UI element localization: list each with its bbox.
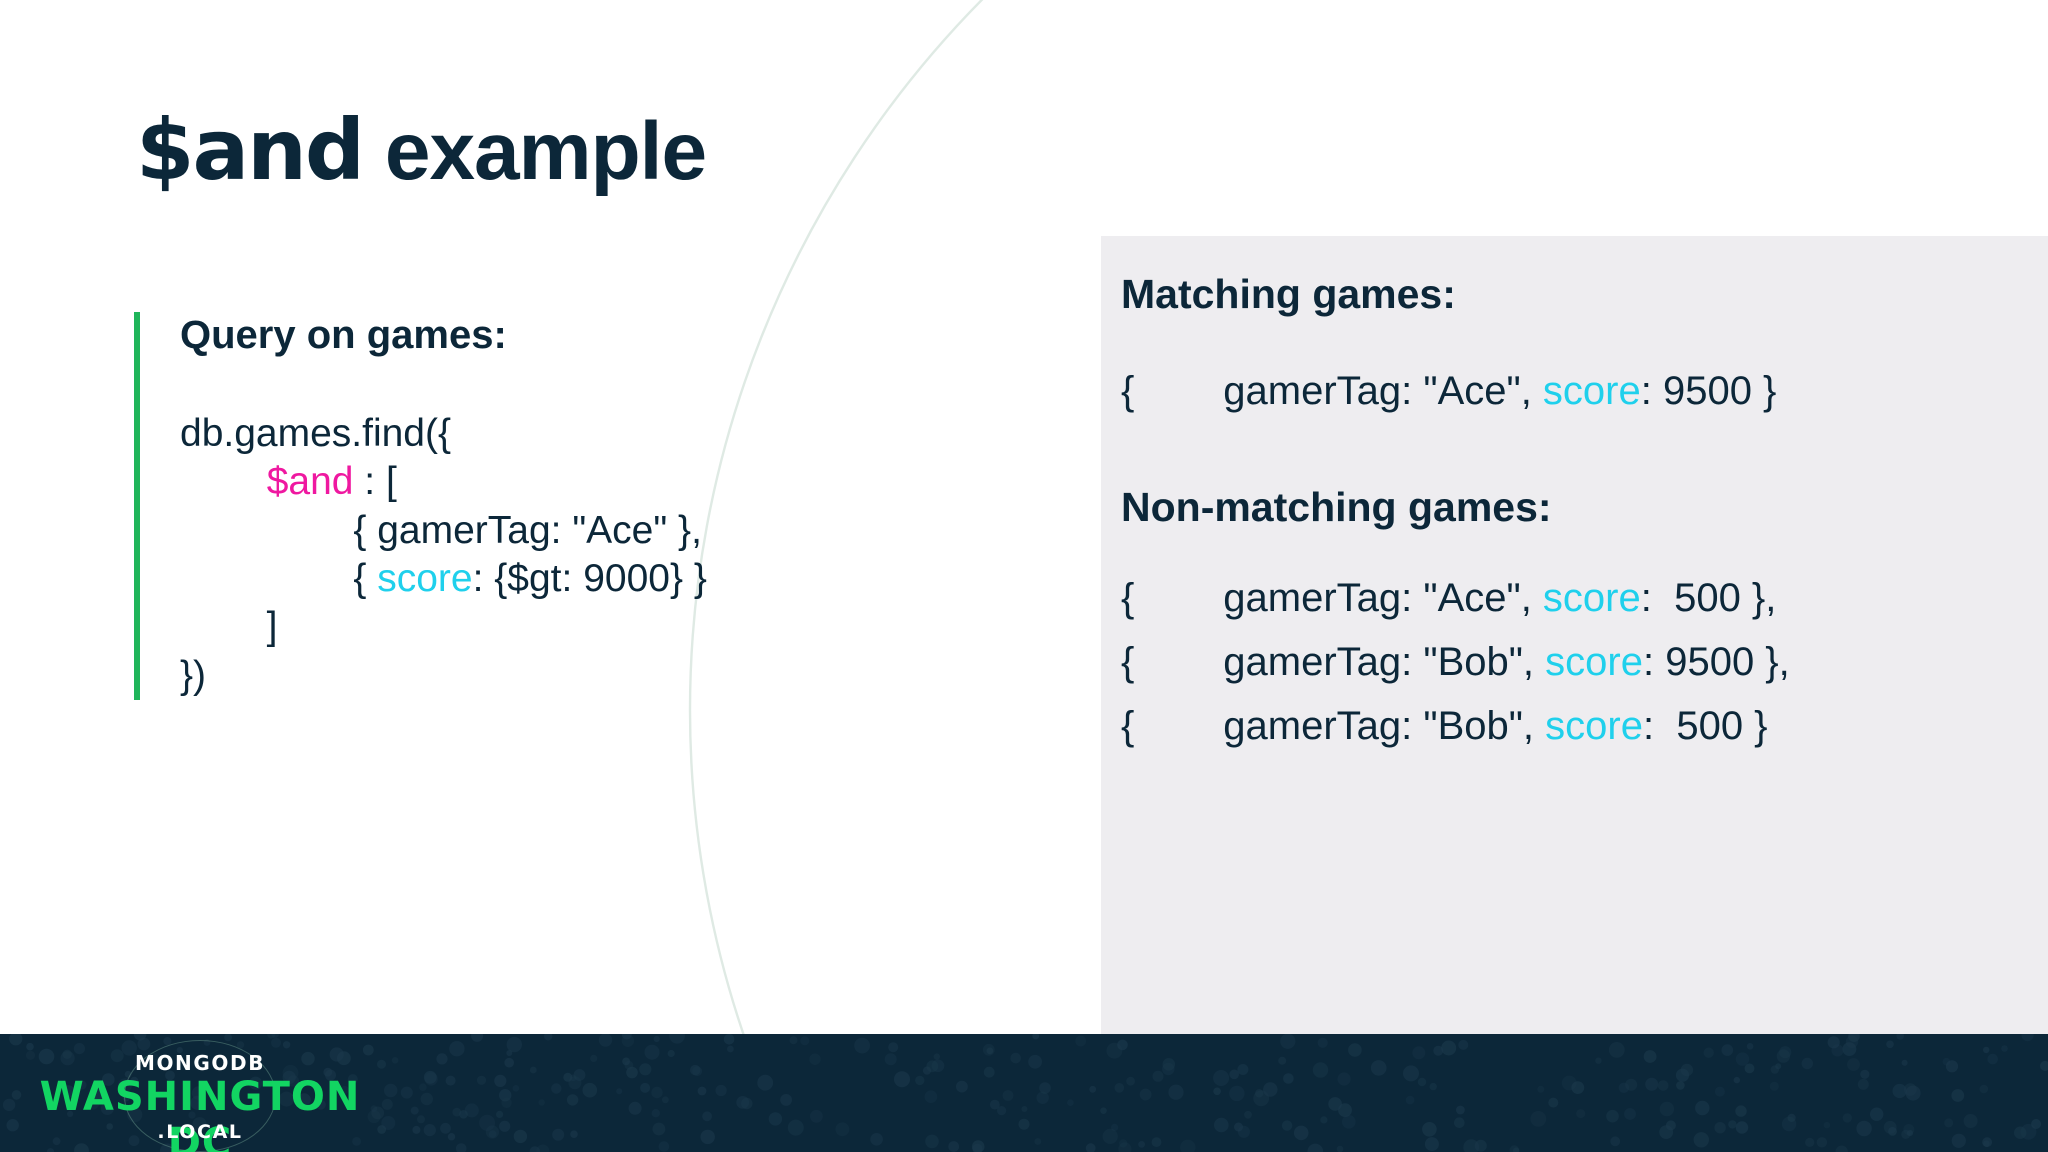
result-row: { gamerTag: "Bob", score: 9500 }, [1121, 630, 2048, 694]
code-text: db.games.find({ [180, 412, 452, 455]
result-score-key: score [1545, 640, 1643, 685]
result-text: { gamerTag: "Bob", [1121, 640, 1546, 685]
result-score-key: score [1542, 576, 1641, 621]
non-matching-games-list: { gamerTag: "Ace", score: 500 },{ gamerT… [1119, 566, 2048, 758]
logo-mongodb-text: MONGODB [134, 1051, 266, 1075]
matching-games-list: { gamerTag: "Ace", score: 9500 } [1119, 359, 2048, 423]
results-panel: Matching games: { gamerTag: "Ace", score… [1101, 236, 2048, 1034]
non-matching-games-heading: Non-matching games: [1121, 484, 1552, 531]
result-text: : 9500 } [1640, 369, 1777, 414]
result-row: { gamerTag: "Bob", score: 500 } [1121, 694, 2048, 758]
result-text: { gamerTag: "Ace", [1121, 369, 1543, 414]
event-logo: MONGODB WASHINGTON DC .LOCAL [30, 1038, 370, 1152]
title-keyword: $and [136, 101, 365, 199]
code-text: }) [180, 653, 207, 697]
title-rest: example [363, 106, 707, 197]
query-heading: Query on games: [180, 313, 507, 357]
logo-local-text: .LOCAL [157, 1121, 243, 1143]
query-code-line: db.games.find({ [180, 410, 954, 458]
code-text: ] [180, 605, 278, 649]
result-text: : 9500 }, [1642, 640, 1790, 685]
query-code-line: }) [180, 652, 954, 700]
matching-games-heading: Matching games: [1121, 271, 1456, 317]
result-text: { gamerTag: "Ace", [1121, 576, 1543, 621]
query-code-line: $and : [ [180, 458, 954, 506]
page-title: $and example [136, 108, 707, 193]
result-score-key: score [1542, 369, 1641, 414]
result-text: : 500 }, [1640, 576, 1777, 621]
code-token: $and [266, 460, 354, 504]
result-text: : 500 } [1642, 704, 1768, 749]
result-row: { gamerTag: "Ace", score: 500 }, [1121, 566, 2048, 630]
code-text: { [180, 557, 378, 601]
footer-bar: MONGODB WASHINGTON DC .LOCAL [0, 1034, 2048, 1152]
code-text: : [ [353, 460, 397, 504]
code-text: { gamerTag: "Ace" }, [180, 508, 702, 552]
code-text: : {$gt: 9000} } [472, 557, 707, 601]
code-text [180, 460, 267, 503]
result-row: { gamerTag: "Ace", score: 9500 } [1121, 359, 2048, 423]
query-code: db.games.find({ $and : [ { gamerTag: "Ac… [180, 410, 954, 700]
result-score-key: score [1545, 704, 1643, 749]
query-code-line: ] [180, 603, 954, 651]
result-text: { gamerTag: "Bob", [1121, 704, 1546, 749]
query-code-line: { score: {$gt: 9000} } [180, 555, 954, 603]
code-token: score [377, 557, 473, 601]
query-code-line: { gamerTag: "Ace" }, [180, 507, 954, 555]
logo-city-text: WASHINGTON DC [39, 1074, 361, 1152]
query-block: Query on games: db.games.find({ $and : [… [134, 312, 954, 701]
